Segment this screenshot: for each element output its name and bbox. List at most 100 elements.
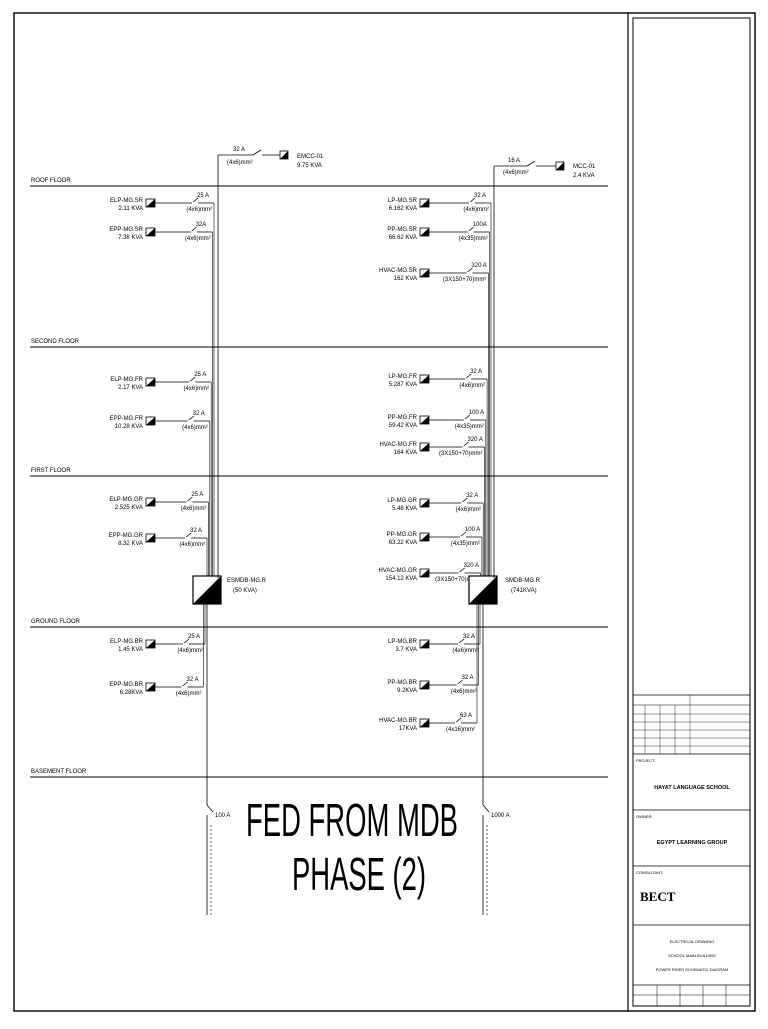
esmdb-load: (50 KVA) <box>233 588 257 594</box>
breaker-rating: 25 A <box>194 372 206 378</box>
incomer-left-breaker: 100 A <box>215 813 230 819</box>
emcc-name: EMCC-01 <box>297 154 324 160</box>
esmdb-board: ESMDB-MG.R (50 KVA) <box>192 575 267 605</box>
cable-size: (4x6)mm² <box>176 691 202 697</box>
panel-name: PP-MG.GR <box>387 532 418 538</box>
esmdb-name: ESMDB-MG.R <box>227 578 267 584</box>
panel-name: LP-MG.BR <box>388 639 418 645</box>
drawing-title-1: ELECTRICAL DRAWING <box>670 939 715 944</box>
cable-size: (4x16)mm² <box>446 727 475 733</box>
panel-name: ELP-MG.SR <box>110 198 144 204</box>
cable-size: (3X150+70)mm² <box>435 577 479 583</box>
riser-wiring <box>155 202 492 724</box>
emcc-feeder: 32 A (4x6)mm² EMCC-01 9.75 KVA <box>217 147 324 578</box>
panel-name: ELP-MG.BR <box>110 639 144 645</box>
owner-label: OWNER: <box>636 814 652 819</box>
fed-from-line2: PHASE (2) <box>292 848 426 900</box>
cable-size: (4x6)mm² <box>185 236 211 242</box>
panel-load: 164 KVA <box>394 450 417 456</box>
breaker-rating: 32 A <box>193 411 205 417</box>
panel-feeder: EPP-MG.BR 6.28KVA 32 A (4x6)mm² <box>109 677 201 697</box>
incomer-left: 100 A <box>206 604 230 915</box>
emcc-breaker: 32 A <box>233 147 245 153</box>
emcc-load: 9.75 KVA <box>297 163 322 169</box>
cable-size: (4x6)mm² <box>177 648 203 654</box>
incomer-right: 1000 A <box>482 604 510 915</box>
title-block-frame <box>632 17 751 1007</box>
project-label: PROJECT: <box>636 758 655 763</box>
smdb-load: (741KVA) <box>511 588 537 594</box>
panel-name: PP-MG.SR <box>387 227 417 233</box>
panel-name: LP-MG.GR <box>387 498 417 504</box>
panel-load: 2.525 KVA <box>115 505 143 511</box>
cable-size: (4x6)mm² <box>186 207 212 213</box>
panel-name: HVAC-MG.SR <box>379 268 418 274</box>
cable-size: (3X150+70)mm² <box>443 277 487 283</box>
breaker-rating: 100 A <box>465 527 480 533</box>
breaker-rating: 32 A <box>190 528 202 534</box>
floor-label: SECOND FLOOR <box>31 339 80 345</box>
incomer-right-breaker: 1000 A <box>491 813 510 819</box>
sheet-border <box>13 12 756 1012</box>
cable-size: (4x35)mm² <box>455 424 484 430</box>
cable-size: (4x35)mm² <box>451 541 480 547</box>
breaker-rating: 25 A <box>188 634 200 640</box>
breaker-rating: 63 A <box>460 713 472 719</box>
breaker-rating: 32 A <box>462 675 474 681</box>
mcc-name: MCC-01 <box>573 164 596 170</box>
breaker-rating: 100A <box>473 222 487 228</box>
cable-size: (4x6)mm² <box>451 689 477 695</box>
breaker-rating: 320 A <box>471 263 486 269</box>
panel-name: PP-MG.FR <box>388 415 418 421</box>
cable-size: (4x6)mm² <box>459 383 485 389</box>
panel-name: ELP-MG.FR <box>110 377 143 383</box>
panel-load: 6.28KVA <box>120 690 143 696</box>
cable-size: (4x6)mm² <box>181 506 207 512</box>
breaker-rating: 25 A <box>197 193 209 199</box>
panel-feeder: PP-MG.BR 9.2KVA 32 A (4x6)mm² <box>387 675 476 695</box>
mcc-breaker: 16 A <box>508 158 520 164</box>
panel-load: 5.287 KVA <box>389 382 417 388</box>
panel-load: 6.162 KVA <box>389 206 417 212</box>
cable-size: (4x6)mm² <box>184 386 210 392</box>
breaker-rating: 32 A <box>466 493 478 499</box>
breaker-rating: 32 A <box>470 369 482 375</box>
panel-load: 5.48 KVA <box>392 506 417 512</box>
panel-load: 1.45 KVA <box>118 647 143 653</box>
smdb-name: SMDB-MG.R <box>505 578 541 584</box>
consultant-logo: BECT <box>640 889 676 904</box>
cable-size: (4x6)mm² <box>179 542 205 548</box>
emcc-cable: (4x6)mm² <box>227 160 253 166</box>
panel-name: EPP-MG.BR <box>109 682 143 688</box>
breaker-rating: 32 A <box>187 677 199 683</box>
floor-label: BASEMENT FLOOR <box>31 769 87 775</box>
mcc-cable: (4x6)mm² <box>503 170 529 176</box>
cable-size: (4x6)mm² <box>463 207 489 213</box>
fed-from-line1: FED FROM MDB <box>246 794 458 846</box>
panel-name: PP-MG.BR <box>387 680 417 686</box>
panel-load: 2.11 KVA <box>119 206 143 212</box>
panel-name: HVAC-MG.FR <box>379 442 417 448</box>
title-block: PROJECT: HAYAT LANGUAGE SCHOOL OWNER: EG… <box>633 694 750 1006</box>
panel-load: 9.2KVA <box>397 688 417 694</box>
panel-name: LP-MG.SR <box>388 198 418 204</box>
breaker-rating: 32A <box>196 222 207 228</box>
cable-size: (3X150+70)mm² <box>439 451 483 457</box>
panel-feeder: ELP-MG.BR 1.45 KVA 25 A (4x6)mm² <box>110 634 203 654</box>
breaker-rating: 320 A <box>468 437 483 443</box>
panel-load: 3.7 KVA <box>395 647 417 653</box>
